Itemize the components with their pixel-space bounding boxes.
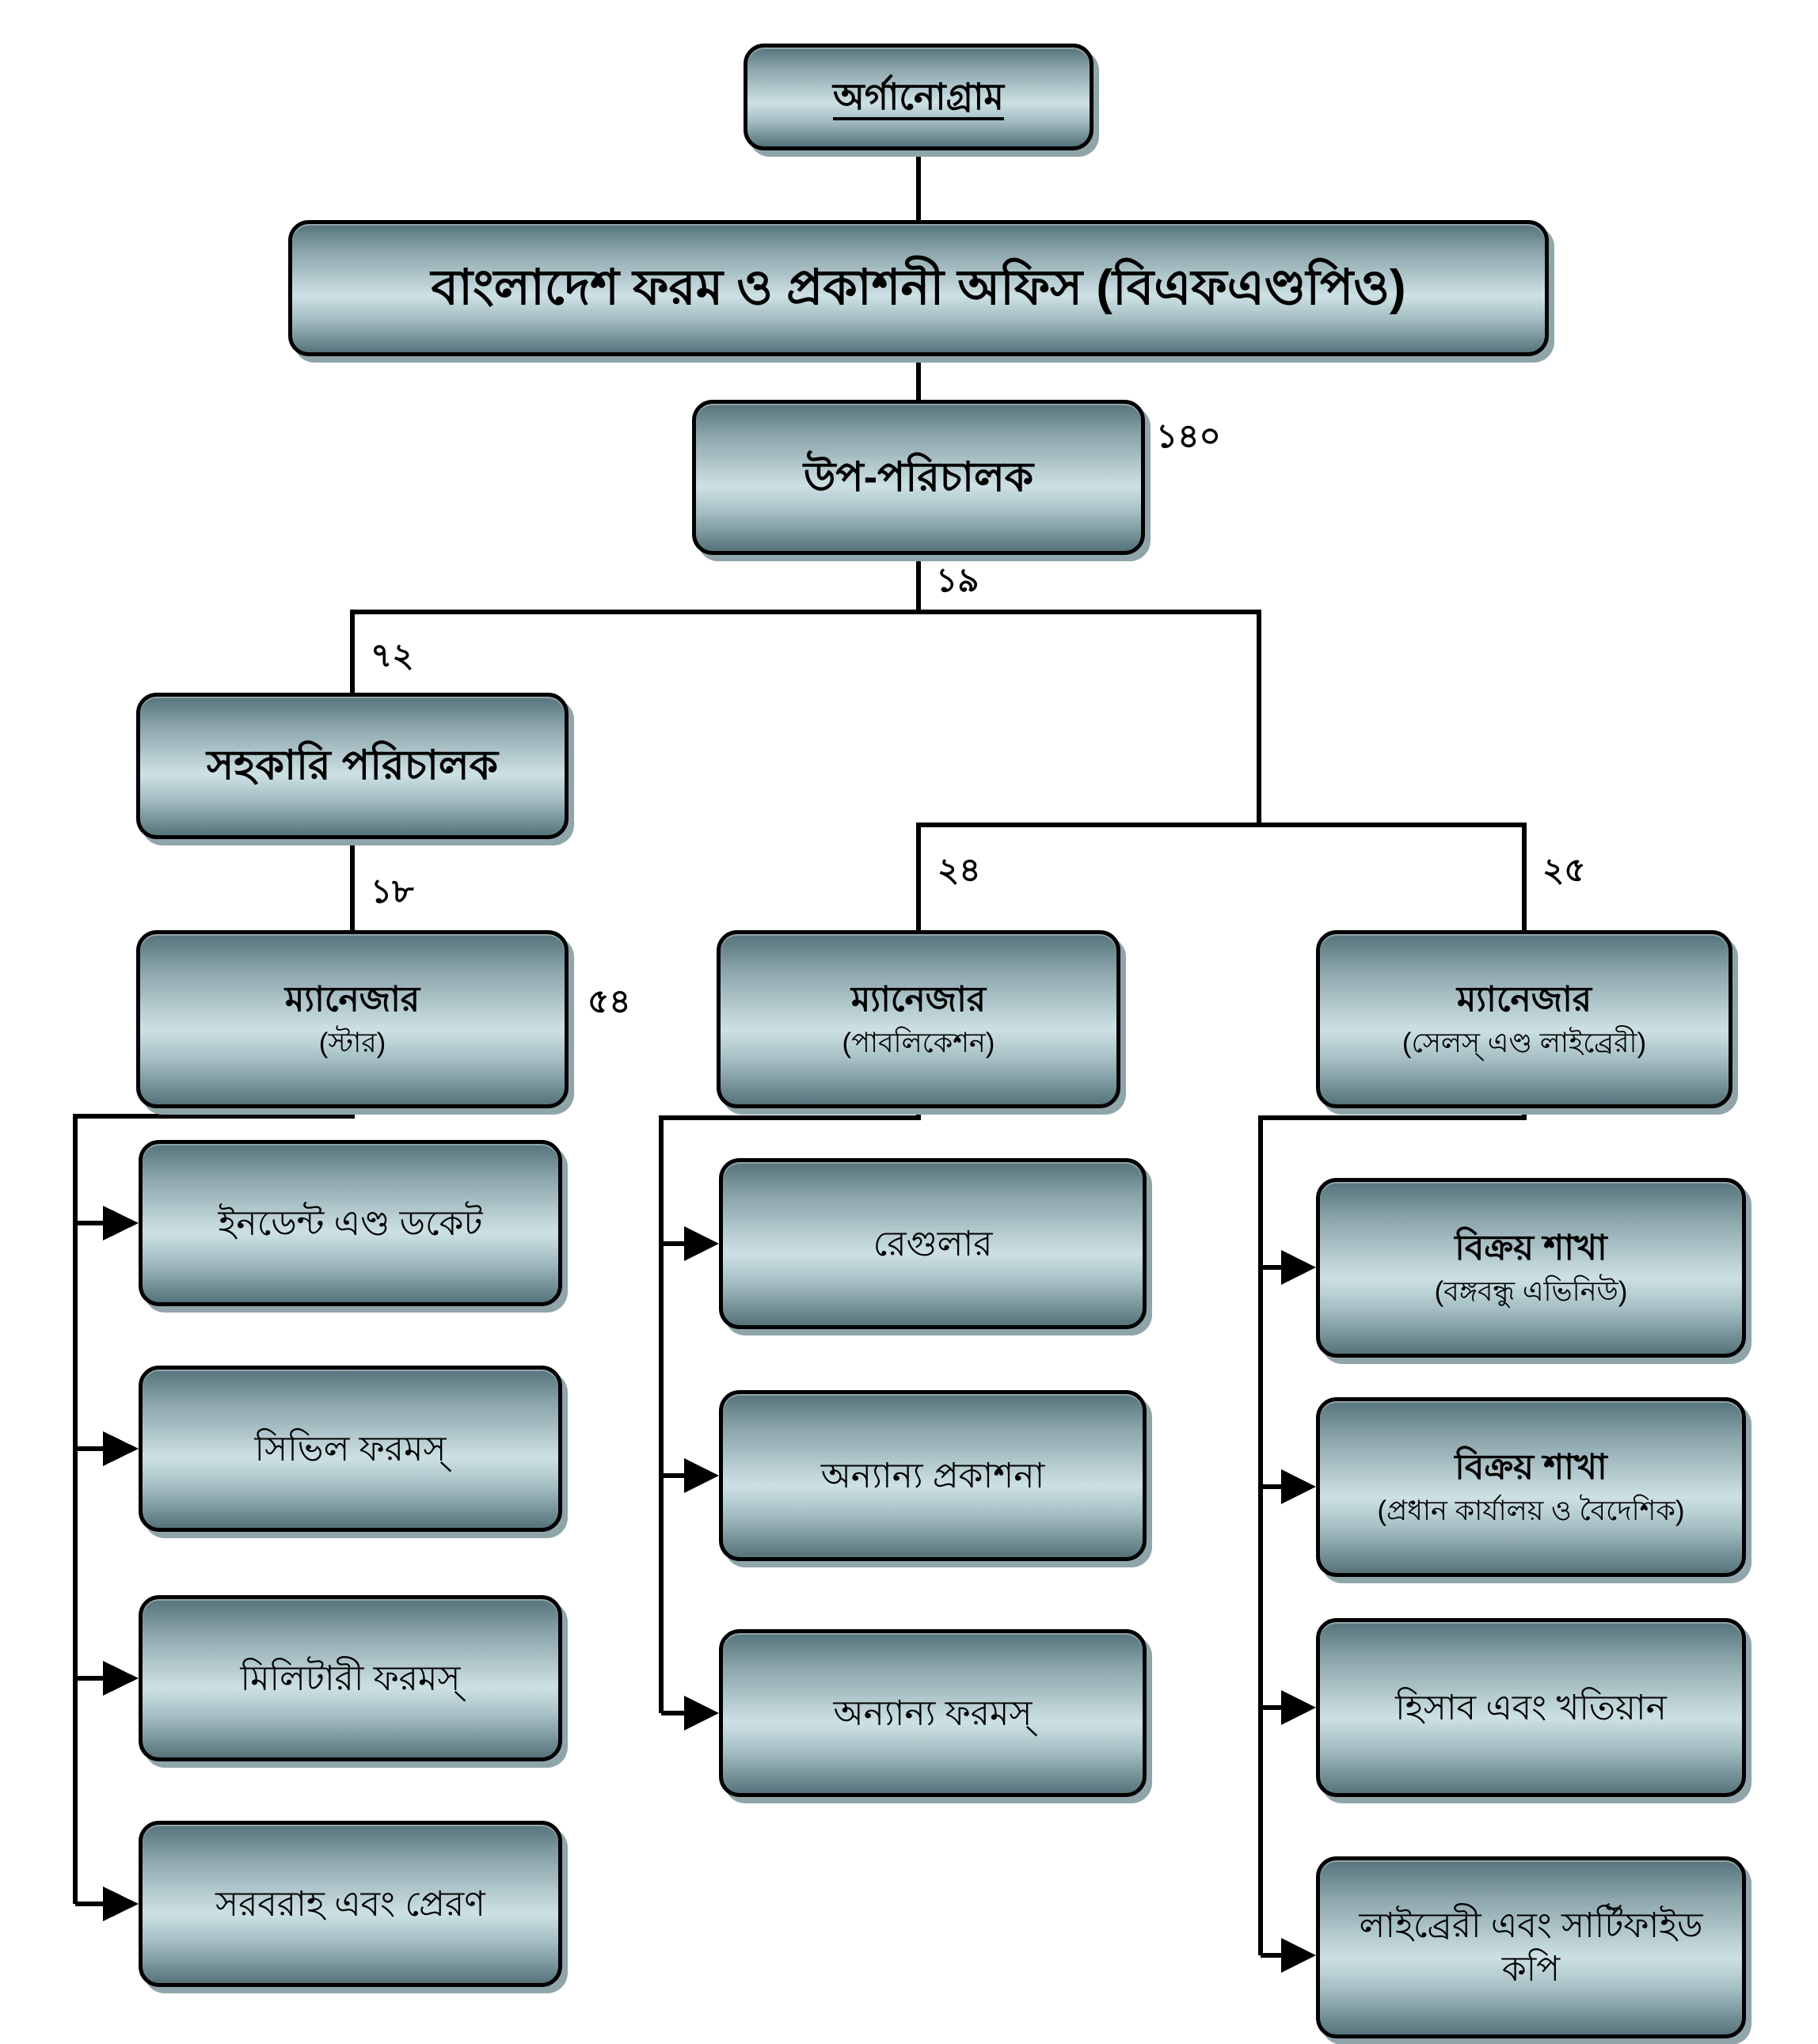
store-unit-civil-forms-box: সিভিল ফরমস্ (139, 1366, 562, 1532)
deputy-edge-count: ১৯ (936, 561, 979, 598)
store-unit-label: সিভিল ফরমস্ (254, 1429, 447, 1468)
deputy-director-label: উপ-পরিচালক (803, 454, 1034, 500)
publication-unit-label: অন্যান্য ফরমস্ (833, 1693, 1033, 1733)
arrow-right-icon (684, 1226, 719, 1261)
manager-sales-dept: (সেলস্ এণ্ড লাইব্রেরী) (1402, 1028, 1647, 1059)
arrow-right-icon (1281, 1469, 1316, 1504)
publication-unit-label: অন্যান্য প্রকাশনা (820, 1456, 1045, 1495)
manager-publication-box: ম্যানেজার (পাবলিকেশন) (717, 930, 1120, 1108)
sales-unit-title: বিক্রয় শাখা (1455, 1448, 1607, 1487)
manager-sales-box: ম্যানেজার (সেলস্ এণ্ড লাইব্রেরী) (1316, 930, 1732, 1108)
sales-unit-library-certified-copy-box: লাইব্রেরী এবং সার্টিফাইড কপি (1316, 1856, 1746, 2038)
manager-publication-edge-count: ২৪ (938, 851, 981, 888)
arrow-right-icon (684, 1696, 719, 1731)
arrow-right-icon (1281, 1250, 1316, 1285)
manager-publication-dept: (পাবলিকেশন) (842, 1028, 995, 1059)
sales-unit-title: হিসাব এবং খতিয়ান (1395, 1688, 1667, 1727)
arrow-right-icon (1281, 1690, 1316, 1725)
assistant-director-box: সহকারি পরিচালক (136, 693, 569, 839)
arrow-right-icon (103, 1431, 139, 1466)
store-unit-label: ইনডেন্ট এণ্ড ডকেট (218, 1203, 483, 1243)
manager-sales-edge-count: ২৫ (1542, 851, 1586, 888)
arrow-right-icon (1281, 1938, 1316, 1973)
arrow-right-icon (684, 1458, 719, 1493)
manager-sales-title: ম্যানেজার (1456, 980, 1592, 1020)
arrow-right-icon (103, 1206, 139, 1240)
arrow-right-icon (103, 1661, 139, 1696)
manager-store-staff-count: ৫৪ (588, 982, 631, 1020)
publication-unit-other-forms-box: অন্যান্য ফরমস্ (719, 1629, 1147, 1797)
store-unit-label: সরবরাহ এবং প্রেরণ (215, 1884, 485, 1924)
manager-publication-title: ম্যানেজার (850, 980, 987, 1020)
sales-unit-sales-branch-avenue-box: বিক্রয় শাখা (বঙ্গবন্ধু এভিনিউ) (1316, 1178, 1746, 1358)
sales-unit-title: লাইব্রেরী এবং সার্টিফাইড কপি (1359, 1906, 1703, 1989)
sales-unit-subtitle: (বঙ্গবন্ধু এভিনিউ) (1434, 1276, 1628, 1308)
assistant-edge-count-below: ১৮ (371, 872, 414, 910)
assistant-edge-count-above: ৭২ (371, 636, 414, 674)
arrow-right-icon (103, 1886, 139, 1921)
organogram-title-box: অর্গানোগ্রাম (744, 44, 1093, 150)
sales-unit-sales-branch-hq-box: বিক্রয় শাখা (প্রধান কার্যালয় ও বৈদেশিক… (1316, 1397, 1746, 1577)
sales-unit-accounts-ledger-box: হিসাব এবং খতিয়ান (1316, 1618, 1746, 1797)
sales-unit-title: বিক্রয় শাখা (1455, 1229, 1607, 1268)
store-unit-indent-docket-box: ইনডেন্ট এণ্ড ডকেট (139, 1140, 562, 1306)
assistant-director-label: সহকারি পরিচালক (206, 743, 499, 788)
organogram-title: অর্গানোগ্রাম (833, 75, 1004, 117)
manager-store-box: ম্যানেজার (স্টার) (136, 930, 569, 1108)
office-box: বাংলাদেশ ফরম ও প্রকাশনী অফিস (বিএফএণ্ডপি… (288, 220, 1549, 356)
manager-store-title: ম্যানেজার (284, 980, 420, 1020)
publication-unit-regular-box: রেগুলার (719, 1158, 1147, 1329)
manager-store-dept: (স্টার) (318, 1028, 386, 1059)
deputy-director-box: উপ-পরিচালক (692, 400, 1145, 555)
publication-unit-other-publications-box: অন্যান্য প্রকাশনা (719, 1390, 1147, 1561)
store-unit-label: মিলিটারী ফরমস্ (240, 1658, 461, 1698)
store-unit-supply-dispatch-box: সরবরাহ এবং প্রেরণ (139, 1821, 562, 1987)
office-label: বাংলাদেশ ফরম ও প্রকাশনী অফিস (বিএফএণ্ডপি… (431, 260, 1406, 316)
sales-unit-subtitle: (প্রধান কার্যালয় ও বৈদেশিক) (1377, 1495, 1685, 1527)
store-unit-military-forms-box: মিলিটারী ফরমস্ (139, 1595, 562, 1761)
deputy-staff-count: ১৪০ (1156, 417, 1221, 454)
publication-unit-label: রেগুলার (873, 1224, 993, 1263)
